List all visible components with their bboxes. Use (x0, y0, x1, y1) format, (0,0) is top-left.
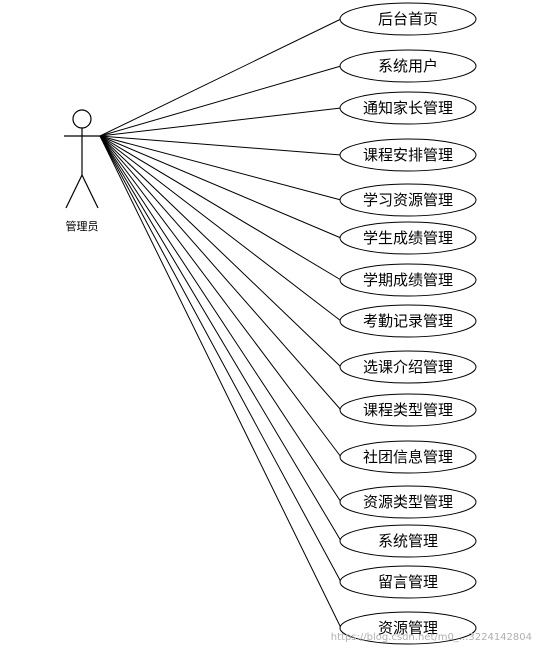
use-case-label: 课程安排管理 (363, 146, 453, 164)
actor-admin: 管理员 (64, 109, 100, 233)
use-case: 选课介绍管理 (339, 350, 477, 384)
actor-label: 管理员 (66, 219, 99, 233)
use-case-label: 后台首页 (378, 10, 438, 28)
use-case-label: 学习资源管理 (363, 191, 453, 209)
use-case-list: 后台首页系统用户通知家长管理课程安排管理学习资源管理学生成绩管理学期成绩管理考勤… (339, 2, 477, 645)
use-case-ellipse (339, 565, 477, 599)
association-line (99, 135, 342, 583)
use-case-ellipse (339, 611, 477, 645)
use-case-ellipse (339, 263, 477, 297)
association-line (99, 135, 342, 156)
use-case: 课程安排管理 (339, 138, 477, 172)
use-case-label: 资源管理 (378, 619, 438, 637)
watermark-text: https://blog.csdn.net/m0_...3224142804 (331, 632, 532, 643)
use-case: 系统管理 (339, 524, 477, 558)
association-line (99, 135, 342, 239)
use-case-ellipse (339, 49, 477, 83)
association-line (99, 107, 342, 137)
use-case-ellipse (339, 485, 477, 519)
association-line (99, 135, 342, 201)
use-case: 后台首页 (339, 2, 477, 36)
use-case-label: 资源类型管理 (363, 493, 453, 511)
use-case-ellipse (339, 304, 477, 338)
use-case-label: 系统用户 (378, 57, 438, 75)
use-case: 社团信息管理 (339, 440, 477, 474)
use-case: 留言管理 (339, 565, 477, 599)
association-line (99, 135, 342, 411)
use-case: 资源管理 (339, 611, 477, 645)
use-case-label: 学期成绩管理 (363, 271, 453, 289)
use-case-label: 选课介绍管理 (363, 358, 453, 376)
use-case-label: 学生成绩管理 (363, 229, 453, 247)
use-case: 系统用户 (339, 49, 477, 83)
use-case-label: 考勤记录管理 (363, 312, 453, 330)
association-line (99, 135, 342, 368)
use-case-label: 社团信息管理 (363, 448, 453, 466)
actor-head (72, 109, 92, 129)
association-line (99, 135, 342, 629)
use-case-ellipse (339, 138, 477, 172)
association-line (99, 135, 342, 542)
use-case-label: 留言管理 (378, 573, 438, 591)
use-case-ellipse (339, 524, 477, 558)
use-case-label: 课程类型管理 (363, 401, 453, 419)
association-line (99, 65, 342, 137)
association-line (99, 135, 342, 281)
use-case-label: 系统管理 (378, 532, 438, 550)
use-case-ellipse (339, 221, 477, 255)
use-case-ellipse (339, 183, 477, 217)
association-line (99, 18, 342, 137)
use-case: 考勤记录管理 (339, 304, 477, 338)
use-case-ellipse (339, 440, 477, 474)
use-case-ellipse (339, 393, 477, 427)
use-case-label: 通知家长管理 (363, 99, 453, 117)
association-lines (99, 18, 342, 629)
use-case: 学习资源管理 (339, 183, 477, 217)
use-case-ellipse (339, 2, 477, 36)
use-case: 资源类型管理 (339, 485, 477, 519)
use-case-ellipse (339, 350, 477, 384)
association-line (99, 135, 342, 322)
actor-right-leg (81, 174, 99, 209)
use-case: 学生成绩管理 (339, 221, 477, 255)
use-case: 课程类型管理 (339, 393, 477, 427)
association-line (99, 135, 342, 503)
use-case: 通知家长管理 (339, 91, 477, 125)
actor-left-leg (65, 174, 83, 209)
association-line (99, 135, 342, 458)
use-case: 学期成绩管理 (339, 263, 477, 297)
use-case-ellipse (339, 91, 477, 125)
